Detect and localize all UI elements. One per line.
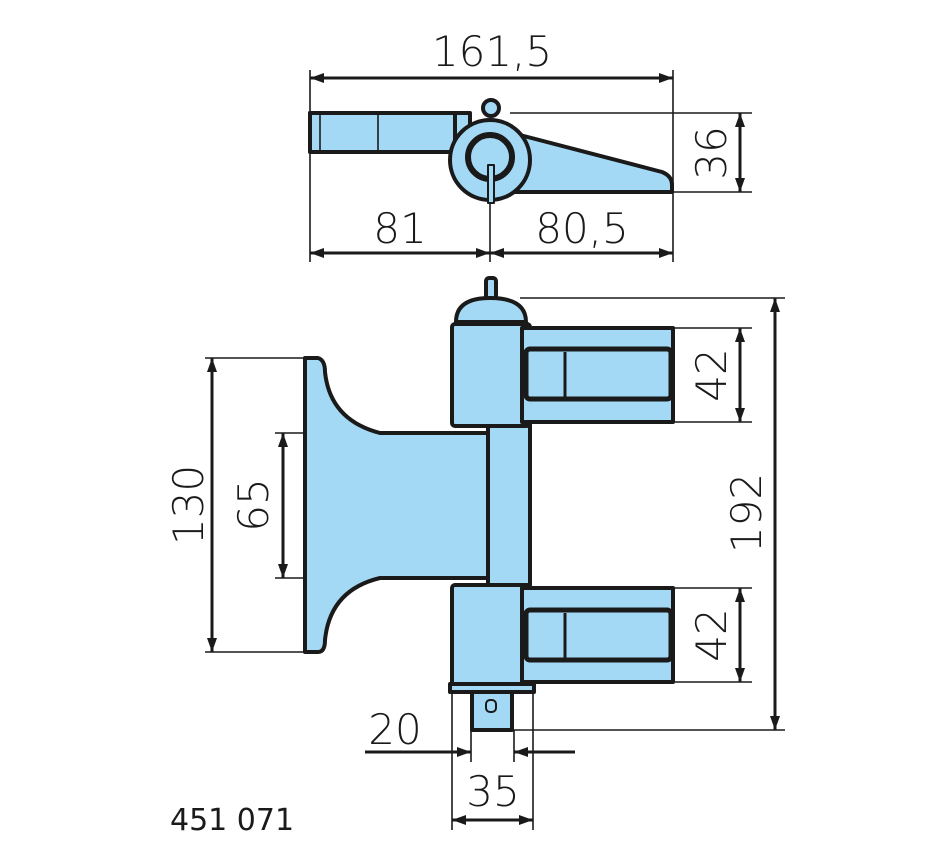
left-arm-body bbox=[308, 111, 457, 154]
lower-knuckle bbox=[450, 583, 532, 687]
dim-total-height: 192 bbox=[722, 473, 771, 553]
upper-knuckle bbox=[450, 322, 532, 428]
dim-left-length: 81 bbox=[373, 204, 426, 253]
part-number: 451 071 bbox=[170, 803, 294, 838]
dim-thickness: 36 bbox=[687, 126, 736, 179]
dim-frame-height: 130 bbox=[164, 465, 213, 545]
dim-frame-center: 65 bbox=[229, 478, 278, 531]
dim-offset: 20 bbox=[368, 705, 421, 754]
top-view: 161,5 36 81 80,5 bbox=[308, 27, 752, 262]
dim-pin-width: 35 bbox=[466, 767, 519, 816]
pin-cap bbox=[454, 296, 528, 324]
right-arm bbox=[493, 133, 674, 194]
dim-lower-leaf: 42 bbox=[687, 608, 736, 661]
middle-knuckle bbox=[486, 423, 532, 587]
dim-overall-width: 161,5 bbox=[432, 27, 552, 76]
dim-right-length: 80,5 bbox=[535, 204, 629, 253]
front-view: 130 65 42 42 192 20 35 bbox=[164, 276, 785, 830]
grease-nipple bbox=[481, 98, 501, 118]
dim-upper-leaf: 42 bbox=[687, 348, 736, 401]
